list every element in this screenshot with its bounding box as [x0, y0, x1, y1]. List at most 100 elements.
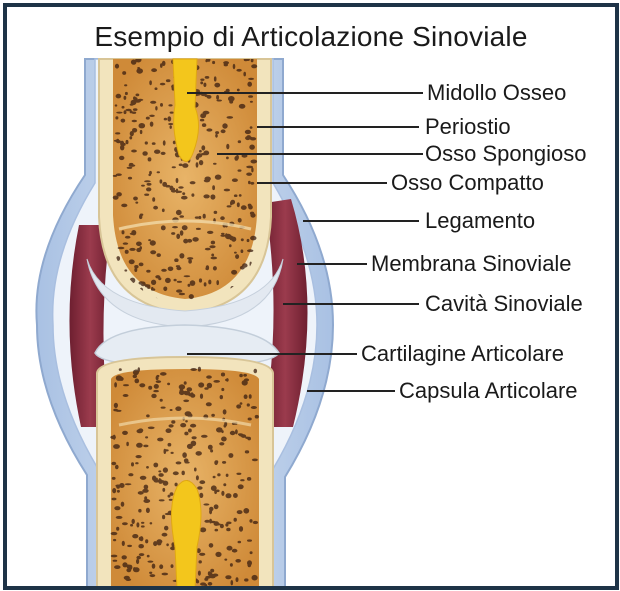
bone-pore [160, 372, 167, 376]
bone-pore [166, 543, 169, 547]
bone-pore [137, 491, 144, 495]
bone-pore [247, 81, 252, 87]
bone-pore [245, 136, 251, 141]
leader-spongioso [217, 153, 423, 155]
bone-pore [249, 551, 253, 555]
bone-pore [228, 453, 234, 458]
bone-pore [122, 394, 129, 397]
bone-pore [121, 555, 127, 560]
bone-pore [235, 429, 238, 435]
bone-pore [226, 378, 229, 382]
diagram-title: Esempio di Articolazione Sinoviale [94, 21, 528, 52]
bone-pore [241, 154, 248, 158]
bone-pore [154, 87, 158, 90]
bone-pore [154, 149, 161, 154]
label-capsula-articolare: Capsula Articolare [399, 378, 578, 403]
bone-pore [121, 230, 125, 235]
bone-pore [209, 518, 213, 524]
bone-pore [162, 514, 166, 520]
bone-pore [150, 100, 157, 104]
bone-pore [131, 111, 137, 114]
bone-pore [139, 246, 142, 250]
bone-pore [248, 180, 251, 185]
bone-pore [158, 470, 162, 473]
bone-pore [235, 254, 240, 259]
leader-cartilagine [187, 353, 357, 355]
bone-pore [113, 538, 117, 542]
bone-pore [131, 230, 137, 236]
bone-pore [151, 68, 158, 73]
bone-pore [199, 552, 206, 556]
bone-pore [112, 434, 116, 440]
bone-pore [204, 387, 209, 390]
bone-pore [163, 286, 168, 292]
bone-pore [114, 382, 117, 388]
bone-pore [167, 116, 172, 122]
bone-pore [168, 498, 173, 501]
bone-pore [219, 442, 225, 446]
bone-pore [210, 568, 215, 573]
bone-pore [124, 84, 128, 87]
bone-pore [137, 67, 141, 69]
bone-pore [231, 548, 238, 553]
bone-pore [179, 388, 184, 394]
bone-pore [150, 288, 156, 291]
bone-pore [252, 520, 259, 525]
bone-pore [230, 199, 236, 205]
bone-pore [203, 82, 207, 88]
bone-pore [249, 211, 255, 215]
label-membrana-sinoviale: Membrana Sinoviale [371, 251, 572, 276]
bone-pore [116, 111, 123, 114]
bone-pore [210, 194, 216, 200]
bone-pore [169, 409, 173, 411]
bone-pore [209, 574, 216, 579]
bone-pore [246, 238, 250, 243]
bone-pore [134, 378, 140, 384]
bone-pore [126, 441, 129, 447]
bone-pore [182, 192, 186, 196]
bone-pore [161, 60, 166, 66]
bone-pore [225, 233, 228, 238]
bone-pore [144, 180, 151, 183]
bone-pore [164, 525, 169, 531]
bone-pore [226, 545, 233, 551]
bone-pore [117, 246, 125, 250]
bone-pore [150, 250, 157, 255]
bone-pore [160, 151, 166, 155]
bone-pore [176, 280, 182, 283]
bone-pore [136, 558, 140, 565]
bone-pore [221, 387, 225, 392]
bone-pore [159, 82, 166, 86]
bone-pore [183, 275, 191, 278]
bone-pore [134, 267, 138, 272]
bone-pore [115, 93, 122, 99]
bone-pore [212, 60, 216, 65]
bone-pore [120, 144, 125, 151]
bone-pore [121, 203, 128, 208]
bone-pore [165, 184, 171, 188]
bone-pore [195, 162, 199, 168]
bone-pore [167, 382, 171, 386]
bone-pore [198, 382, 205, 388]
bone-pore [229, 563, 233, 567]
bone-pore [139, 213, 144, 216]
bone-pore [220, 216, 225, 221]
bone-pore [133, 96, 136, 100]
bone-pore [128, 473, 134, 477]
bone-pore [183, 381, 187, 385]
bone-pore [135, 93, 140, 97]
bone-pore [120, 501, 125, 507]
bone-pore [213, 162, 217, 165]
bone-pore [167, 494, 171, 498]
bone-pore [219, 523, 224, 529]
bone-pore [246, 172, 253, 176]
bone-pore [172, 471, 179, 476]
bone-pore [231, 269, 238, 275]
bone-pore [122, 242, 129, 245]
bone-pore [221, 490, 225, 496]
figure-frame: Esempio di Articolazione Sinoviale [3, 3, 619, 590]
bone-pore [114, 506, 121, 511]
bone-pore [199, 118, 205, 122]
bone-pore [229, 244, 232, 248]
bone-pore [199, 393, 204, 399]
